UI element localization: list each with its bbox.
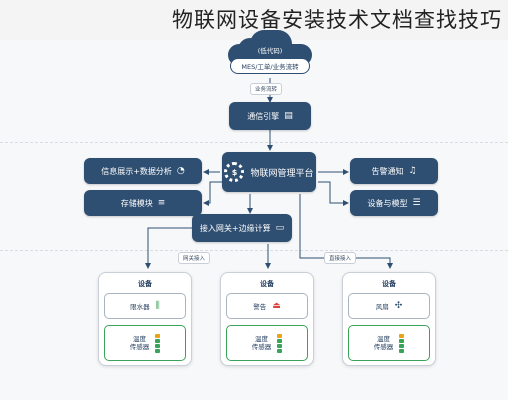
pie-chart-icon: ◔ [176,165,185,176]
level-bar-icon [399,333,405,353]
gateway-label: 接入网关+边缘计算 [199,223,271,233]
device-model-node: 设备与模型 ☰ [350,190,438,216]
routing-node: 通信引擎 ▤ [229,102,311,130]
gateway-node: 接入网关+边缘计算 ▭ [192,214,292,242]
edge-hub-left-bottom [203,181,222,206]
divider [0,142,508,143]
device-card: 设备 风扇 ✣ 温度 传感器 [342,272,436,366]
device-item: 警告 ⏏ [226,293,308,319]
sensor-item: 温度 传感器 [226,325,308,361]
alarm-icon: ⏏ [272,301,281,311]
device-item-label: 警告 [253,303,267,311]
edge-gateway-device1 [145,227,195,269]
sensor-line: 温度 [377,334,390,343]
router-icon: ▭ [275,222,285,233]
device-model-label: 设备与模型 [367,198,408,208]
level-bar-icon [277,333,283,353]
device-card: 设备 警告 ⏏ 温度 传感器 [220,272,314,366]
cloud-base [230,58,310,74]
sensor-line: 传感器 [373,343,394,351]
storage-node: 存储模块 ≡ [84,190,202,216]
analytics-node: 信息展示+数据分析 ◔ [84,158,202,184]
device-item-label: 风扇 [375,303,389,311]
sensor-line: 传感器 [251,343,272,351]
sensor-label: 温度 传感器 [252,335,272,352]
device-card: 设备 限水器 ⫼ 温度 传感器 [98,272,192,366]
sensor-line: 温度 [133,334,146,343]
cloud-sub-label: MES/工单/业务流转 [241,63,299,71]
sensor-line: 传感器 [129,343,150,351]
device-title: 设备 [382,280,396,288]
edge-label-right: 直接接入 [324,252,357,264]
sensor-item: 温度 传感器 [348,325,430,361]
device-item: 风扇 ✣ [348,293,430,319]
cabinet-icon: ☰ [412,197,421,208]
fan-icon: ✣ [394,301,403,311]
device-item: 限水器 ⫼ [104,293,186,319]
hub-label: 物联网管理平台 [250,168,314,179]
sensor-label: 温度 传感器 [374,335,394,352]
edge-hub-right-bottom [318,181,349,206]
iot-platform-node: $ 物联网管理平台 [222,152,316,192]
routing-label: 通信引擎 [247,111,280,121]
database-icon: ≡ [157,197,166,208]
sensor-label: 温度 传感器 [130,335,150,352]
edge-label-left: 网关接入 [178,252,211,264]
device-item-label: 限水器 [130,303,150,311]
cloud-label: (低代码) [257,47,283,55]
analytics-label: 信息展示+数据分析 [101,166,172,176]
sensor-line: 温度 [255,334,268,343]
level-bar-icon [155,333,161,353]
device-title: 设备 [260,280,274,288]
edge-label-top: 业务流转 [250,83,283,95]
alert-label: 告警通知 [371,166,404,176]
meter-icon: ⫼ [155,301,160,311]
sensor-item: 温度 传感器 [104,325,186,361]
divider [0,250,508,251]
gear-icon: $ [224,162,245,182]
storage-label: 存储模块 [120,198,153,208]
device-title: 设备 [138,280,152,288]
server-icon: ▤ [284,110,293,121]
bell-icon: ♫ [408,165,417,176]
alert-node: 告警通知 ♫ [350,158,438,184]
